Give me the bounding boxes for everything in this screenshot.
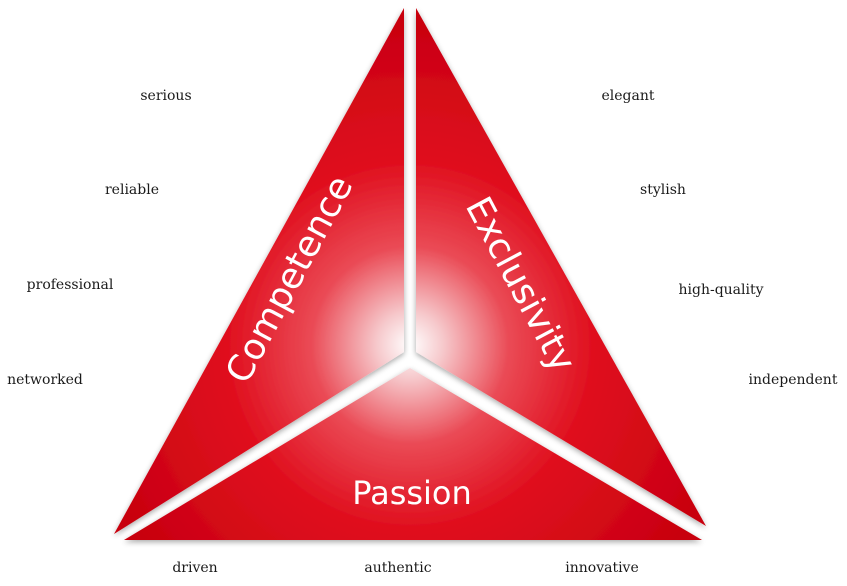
segment-competence [114,8,404,534]
segment-label-passion: Passion [352,474,472,512]
word-professional: professional [26,277,114,293]
word-independent: independent [748,372,838,388]
word-serious: serious [140,88,192,104]
word-innovative: innovative [565,560,639,576]
word-high-quality: high-quality [678,282,764,298]
word-networked: networked [7,372,83,388]
word-authentic: authentic [364,560,432,576]
word-driven: driven [172,560,218,576]
word-reliable: reliable [104,182,160,198]
word-elegant: elegant [601,88,655,104]
word-stylish: stylish [640,182,686,198]
segment-exclusivity [416,8,706,526]
segment-passion [124,368,702,540]
